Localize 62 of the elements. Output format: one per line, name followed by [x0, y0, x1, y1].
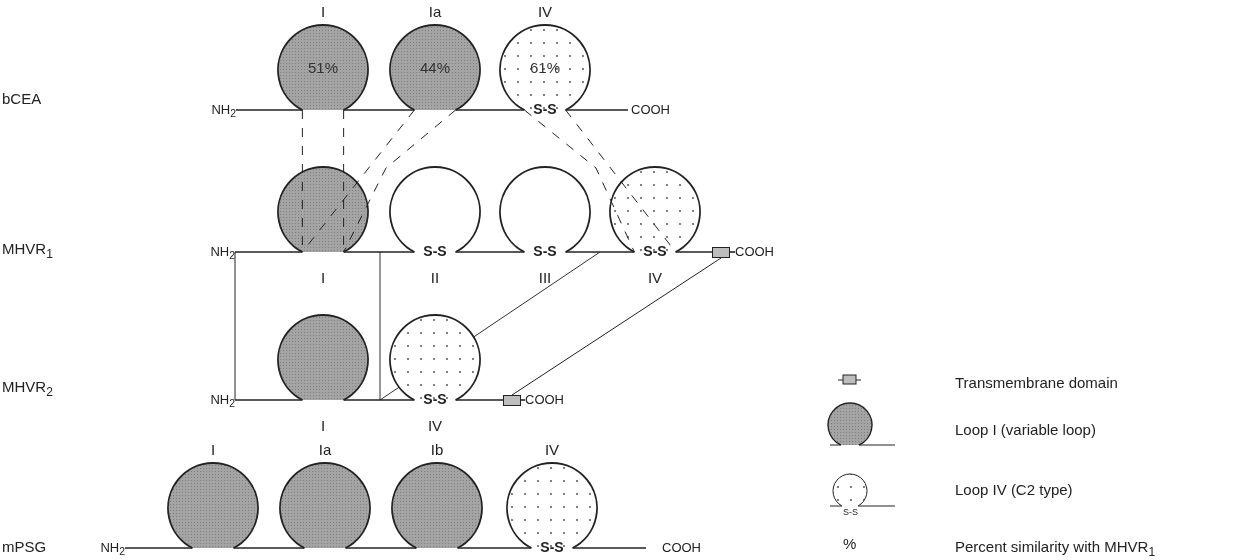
domain-numeral: III: [537, 270, 553, 286]
terminus-label: COOH: [735, 243, 783, 261]
protein-name: MHVR$_{1}$: [2, 240, 53, 257]
percent-symbol: %: [843, 535, 857, 552]
backbone-line: [342, 251, 416, 253]
backbone-line: [520, 399, 526, 401]
backbone-line: [342, 109, 416, 111]
legend-label: Loop IV (C2 type): [955, 481, 1073, 498]
dashed-correspondence-line: [301, 109, 457, 253]
disulfide-label: S-S: [642, 244, 668, 258]
backbone-line: [232, 547, 306, 549]
backbone-line: [674, 251, 713, 253]
terminus-label: NH$_{2}$: [200, 101, 236, 119]
backbone-line: [564, 251, 636, 253]
disulfide-label: S-S: [532, 244, 558, 258]
backbone-line: [564, 109, 629, 111]
legend-label: Loop I (variable loop): [955, 421, 1096, 438]
backbone-line: [234, 251, 304, 253]
percent-label: 51%: [307, 60, 339, 76]
disulfide-label: S-S: [422, 244, 448, 258]
protein-name: bCEA: [2, 90, 42, 107]
backbone-line: [342, 399, 416, 401]
connector-line: [234, 251, 236, 401]
disulfide-label: S-S: [843, 506, 858, 519]
domain-numeral: I: [209, 442, 217, 458]
domain-numeral: II: [429, 270, 441, 286]
backbone-line: [344, 547, 418, 549]
backbone-line: [454, 251, 526, 253]
connector-line: [511, 257, 722, 396]
disulfide-label: S-S: [539, 540, 565, 554]
protein-name: mPSG: [2, 538, 47, 555]
backbone-line: [571, 547, 647, 549]
legend-label: Transmembrane domain: [955, 374, 1118, 391]
domain-numeral: I: [319, 4, 327, 20]
terminus-label: NH$_{2}$: [199, 391, 235, 409]
percent-label: 44%: [419, 60, 451, 76]
domain-numeral: IV: [536, 4, 554, 20]
domain-numeral: Ib: [429, 442, 445, 458]
backbone-line: [456, 547, 533, 549]
backbone-line: [235, 109, 304, 111]
domain-numeral: I: [319, 270, 327, 286]
protein-name: MHVR$_{2}$: [2, 378, 53, 395]
terminus-label: COOH: [525, 391, 573, 409]
domain-numeral: Ia: [427, 4, 443, 20]
domain-numeral: IV: [543, 442, 561, 458]
domain-numeral: I: [319, 418, 327, 434]
backbone-line: [454, 109, 526, 111]
domain-numeral: IV: [426, 418, 444, 434]
backbone-line: [234, 399, 304, 401]
backbone-line: [729, 251, 736, 253]
terminus-label: COOH: [646, 539, 708, 557]
disulfide-label: S-S: [422, 392, 448, 406]
disulfide-label: S-S: [532, 102, 558, 116]
backbone-line: [454, 399, 504, 401]
terminus-label: COOH: [628, 101, 680, 119]
terminus-label: NH$_{2}$: [89, 539, 125, 557]
domain-numeral: Ia: [317, 442, 333, 458]
legend-label: Percent similarity with MHVR$_{1}$: [955, 538, 1156, 555]
domain-numeral: IV: [646, 270, 664, 286]
percent-label: 61%: [529, 60, 561, 76]
terminus-label: NH$_{2}$: [199, 243, 235, 261]
backbone-line: [124, 547, 194, 549]
